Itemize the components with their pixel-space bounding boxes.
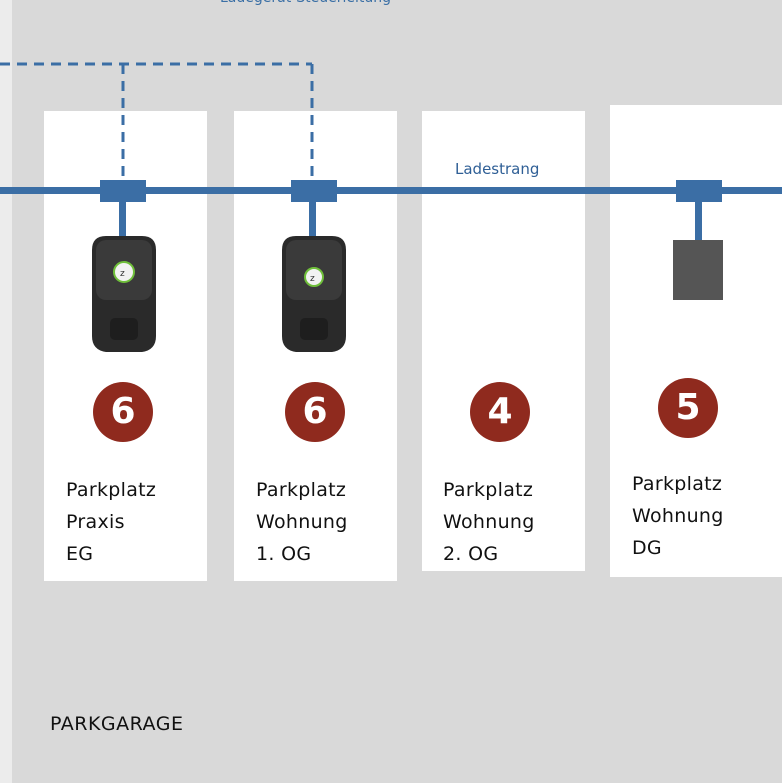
parkgarage-label: PARKGARAGE [50,713,184,735]
left-border-strip [0,0,12,783]
rail-label: Ladestrang [455,160,540,178]
count-badge: 5 [658,378,718,438]
parking-label: Parkplatz Praxis EG [66,479,157,565]
drop-line-3 [695,200,702,240]
parking-label: Parkplatz Wohnung DG [632,473,724,559]
placeholder-device-box [673,240,723,300]
parking-label: Parkplatz Wohnung 1. OG [256,479,348,565]
drop-line-1 [119,200,126,240]
top-caption: Ladegerät-Steuerleitung [220,0,520,8]
ladestrang-rail [0,187,782,194]
wallbox-charger-icon: z [282,236,346,352]
drop-line-2 [309,200,316,240]
rail-connector-2 [291,180,337,202]
count-badge: 6 [93,382,153,442]
count-badge: 4 [470,382,530,442]
rail-connector-1 [100,180,146,202]
wallbox-charger-icon: z [92,236,156,352]
rail-connector-3 [676,180,722,202]
svg-text:z: z [310,274,315,284]
svg-text:z: z [120,269,125,279]
count-badge: 6 [285,382,345,442]
control-line-dashed [0,62,314,182]
parking-label: Parkplatz Wohnung 2. OG [443,479,535,565]
